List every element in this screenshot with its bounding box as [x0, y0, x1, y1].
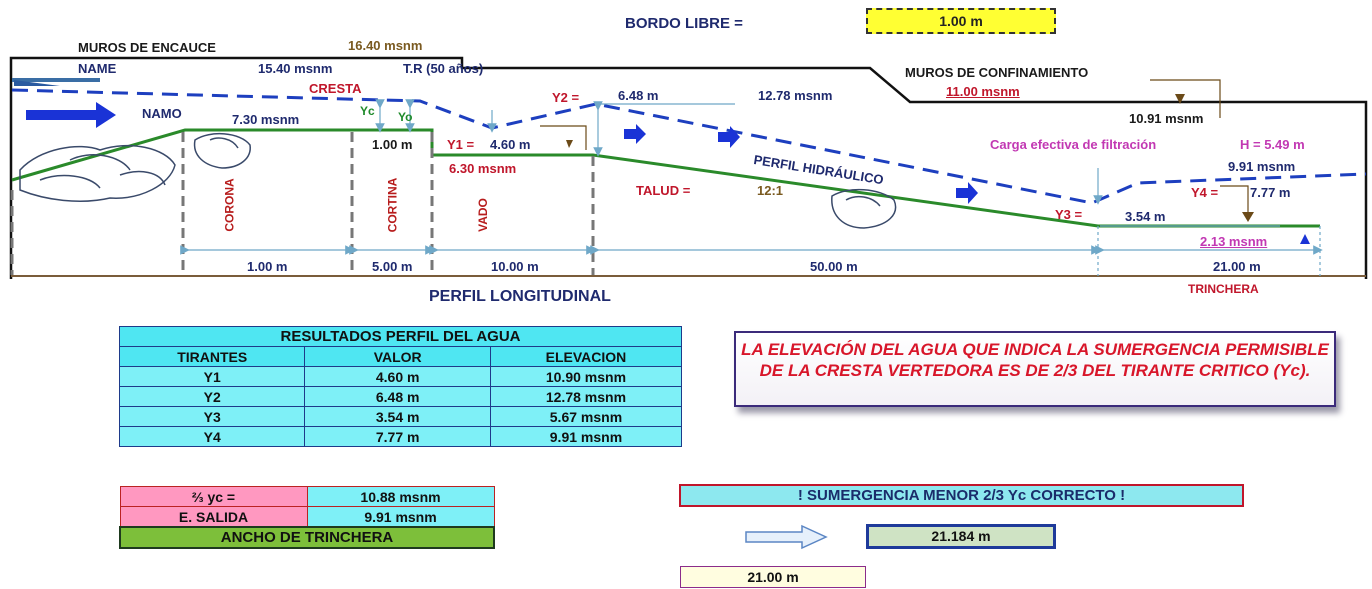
- results-header-row: TIRANTES VALOR ELEVACION: [118, 346, 683, 367]
- table-cell: 9.91 msnm: [489, 426, 683, 447]
- dim-4-label: 50.00 m: [810, 259, 858, 274]
- talud-value: 12:1: [757, 183, 784, 198]
- table-row: Y1 4.60 m 10.90 msnm: [118, 366, 683, 387]
- table-row: Y4 7.77 m 9.91 msnm: [118, 426, 683, 447]
- muros-encauce-label: MUROS DE ENCAUCE: [78, 40, 216, 55]
- results-table: RESULTADOS PERFIL DEL AGUA TIRANTES VALO…: [118, 326, 683, 447]
- summary-table: ⅔ yc = 10.88 msnm E. SALIDA 9.91 msnm AN…: [119, 486, 495, 549]
- yc-label: Yc: [360, 104, 375, 118]
- final-width-value: 21.00 m: [680, 566, 866, 588]
- table-cell: 12.78 msnm: [489, 386, 683, 407]
- y4-arrowhead: [1242, 212, 1254, 222]
- y4-bracket: [1220, 185, 1249, 212]
- tr-label: T.R (50 años): [403, 61, 484, 76]
- results-header: ELEVACION: [489, 346, 683, 367]
- namo-label: NAMO: [142, 106, 182, 121]
- name-marker: [14, 80, 60, 86]
- flow-arrow-5: [1300, 234, 1310, 244]
- elev-213-label: 2.13 msnm: [1200, 234, 1268, 249]
- rocks-left: [19, 144, 176, 202]
- rocks-slope: [831, 188, 897, 229]
- elev-1640-label: 16.40 msnm: [348, 38, 423, 53]
- flow-arrow-4: [956, 182, 978, 204]
- elev-991-label: 9.91 msnm: [1228, 159, 1296, 174]
- h-value: H = 5.49 m: [1240, 137, 1305, 152]
- table-cell: Y3: [118, 406, 306, 427]
- y1-label: Y1 =: [447, 137, 475, 152]
- name-label: NAME: [78, 61, 117, 76]
- salida-value: 9.91 msnm: [306, 506, 495, 528]
- sumergencia-note: LA ELEVACIÓN DEL AGUA QUE INDICA LA SUME…: [734, 331, 1336, 407]
- cresta-label: CRESTA: [309, 81, 362, 96]
- table-cell: Y2: [118, 386, 306, 407]
- elev-1100-label: 11.00 msnm: [946, 84, 1020, 99]
- elev-1278-label: 12.78 msnm: [758, 88, 833, 103]
- elev-1091-arrowhead: [1175, 94, 1185, 104]
- dist-100-label: 1.00 m: [372, 137, 413, 152]
- y4-value: 7.77 m: [1250, 185, 1291, 200]
- table-cell: Y1: [118, 366, 306, 387]
- yc-two-thirds-value: 10.88 msnm: [306, 486, 495, 507]
- ancho-trinchera-label: ANCHO DE TRINCHERA: [119, 526, 495, 549]
- dim-2-label: 5.00 m: [372, 259, 413, 274]
- y2-value: 6.48 m: [618, 88, 659, 103]
- elev-1091-bracket: [1150, 79, 1221, 118]
- y1-bracket: [540, 125, 587, 150]
- yo-label: Yo: [398, 110, 413, 124]
- elev-730-label: 7.30 msnm: [232, 112, 300, 127]
- elev-1091-label: 10.91 msnm: [1129, 111, 1204, 126]
- water-surface: [11, 88, 1367, 205]
- y1-arrowhead: [566, 140, 573, 148]
- table-cell: 3.54 m: [304, 406, 491, 427]
- flow-arrow-namo: [26, 102, 116, 128]
- table-cell: 7.77 m: [304, 426, 491, 447]
- bordo-libre-label: BORDO LIBRE =: [625, 15, 743, 32]
- profile-caption: PERFIL LONGITUDINAL: [429, 288, 611, 305]
- trinchera-label: TRINCHERA: [1188, 282, 1259, 296]
- results-title-row: RESULTADOS PERFIL DEL AGUA: [119, 326, 682, 347]
- results-header: VALOR: [304, 346, 491, 367]
- results-title: RESULTADOS PERFIL DEL AGUA: [119, 326, 682, 347]
- y3-label: Y3 =: [1055, 207, 1083, 222]
- table-row: E. SALIDA 9.91 msnm: [119, 506, 495, 528]
- flow-arrow-3: [718, 126, 740, 148]
- y3-value: 3.54 m: [1125, 209, 1166, 224]
- y2-label: Y2 =: [552, 90, 580, 105]
- dim-3-label: 10.00 m: [491, 259, 539, 274]
- table-cell: 10.90 msnm: [489, 366, 683, 387]
- longitudinal-profile-drawing: [9, 56, 1368, 279]
- table-cell: 5.67 msnm: [489, 406, 683, 427]
- table-row: Y3 3.54 m 5.67 msnm: [118, 406, 683, 427]
- flow-arrow-2: [624, 124, 646, 144]
- talud-label: TALUD =: [636, 183, 691, 198]
- carga-label: Carga efectiva de filtración: [990, 137, 1157, 152]
- cortina-label: CORTINA: [385, 177, 400, 233]
- rocks-corona: [193, 132, 251, 169]
- table-row: ⅔ yc = 10.88 msnm: [119, 486, 495, 507]
- yc-two-thirds-label: ⅔ yc =: [119, 486, 308, 507]
- sumergencia-message: ! SUMERGENCIA MENOR 2/3 Yc CORRECTO !: [679, 484, 1244, 507]
- bordo-libre-value: 1.00 m: [866, 8, 1056, 34]
- channel-outline: [9, 56, 1368, 279]
- elev-1540-label: 15.40 msnm: [258, 61, 333, 76]
- arrow-right-icon: [745, 524, 828, 550]
- muros-confinamiento-label: MUROS DE CONFINAMIENTO: [905, 65, 1089, 80]
- table-cell: 4.60 m: [304, 366, 491, 387]
- table-cell: 6.48 m: [304, 386, 491, 407]
- table-cell: Y4: [118, 426, 306, 447]
- y4-label: Y4 =: [1191, 185, 1219, 200]
- vado-label: VADO: [475, 198, 490, 232]
- elev-630-label: 6.30 msnm: [449, 161, 517, 176]
- dim-5-label: 21.00 m: [1213, 259, 1261, 274]
- salida-label: E. SALIDA: [119, 506, 308, 528]
- table-row: ANCHO DE TRINCHERA: [119, 526, 495, 549]
- table-row: Y2 6.48 m 12.78 msnm: [118, 386, 683, 407]
- corona-label: CORONA: [222, 178, 237, 232]
- dim-1-label: 1.00 m: [247, 259, 288, 274]
- results-header: TIRANTES: [118, 346, 306, 367]
- y1-value: 4.60 m: [490, 137, 531, 152]
- computed-width-value: 21.184 m: [866, 524, 1056, 549]
